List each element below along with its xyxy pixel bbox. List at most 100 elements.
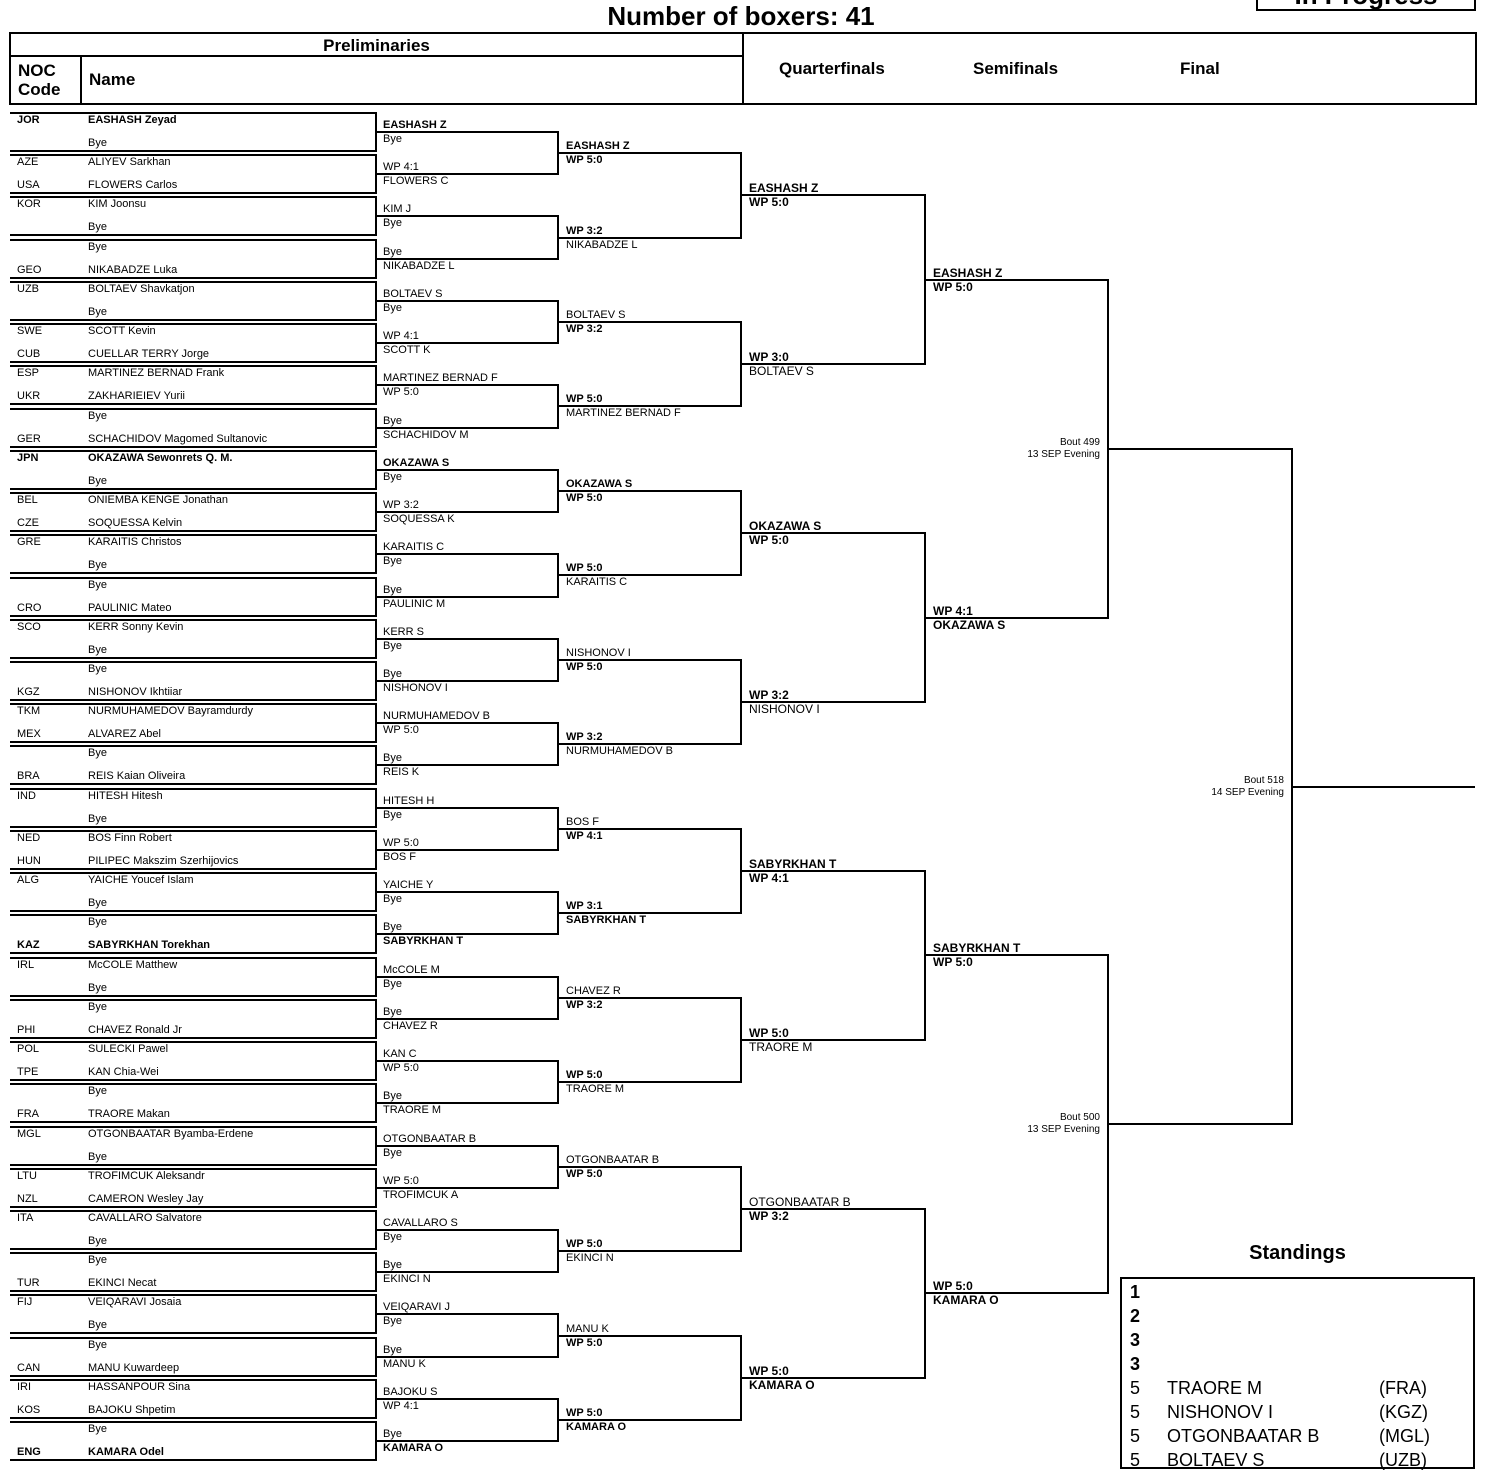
- bracket-line: [375, 933, 558, 936]
- noc-code: SWE: [17, 325, 43, 338]
- noc-code: POL: [17, 1043, 40, 1056]
- boxer-name: SABYRKHAN Torekhan: [88, 939, 211, 952]
- boxer-name: ALVAREZ Abel: [88, 728, 161, 741]
- boxer-name: Bye: [88, 1234, 107, 1247]
- boxer-name: KERR Sonny Kevin: [88, 620, 184, 633]
- winner-name: CHAVEZ R: [383, 1019, 438, 1032]
- winner-name: KAMARA O: [383, 1442, 444, 1455]
- winner-name: SCOTT K: [383, 344, 431, 357]
- winner-name: SABYRKHAN T: [749, 857, 837, 872]
- bout-result: WP 3:2: [749, 1208, 789, 1223]
- noc-code: SCO: [17, 620, 41, 633]
- bracket-line: [375, 722, 558, 725]
- boxer-name: Bye: [88, 137, 107, 149]
- boxer-name: Bye: [88, 578, 107, 591]
- winner-name: BOS F: [566, 815, 600, 828]
- page-title: Number of boxers: 41: [607, 1, 875, 31]
- standings-rank: 5: [1130, 1426, 1141, 1446]
- boxer-name: Bye: [88, 643, 107, 656]
- boxer-name: KAN Chia-Wei: [88, 1066, 159, 1079]
- bracket-line: [375, 637, 558, 640]
- boxer-name: NIKABADZE Luka: [88, 263, 178, 276]
- bye-label: Bye: [383, 752, 402, 765]
- bracket-line: [925, 278, 1108, 281]
- bracket-line: [558, 743, 741, 746]
- bye-label: Bye: [383, 555, 402, 568]
- bout-result: WP 4:1: [566, 829, 603, 842]
- boxer-name: SCOTT Kevin: [88, 325, 156, 338]
- winner-name: BOLTAEV S: [566, 309, 626, 322]
- winner-name: OKAZAWA S: [383, 456, 450, 469]
- bracket-line: [375, 426, 558, 429]
- header-divider: [11, 55, 742, 57]
- bye-label: Bye: [383, 1230, 402, 1243]
- bout-result: WP 5:0: [383, 724, 419, 737]
- bout-result: WP 4:1: [383, 161, 419, 174]
- winner-name: MARTINEZ BERNAD F: [566, 407, 681, 420]
- bracket-line: [558, 1081, 741, 1084]
- boxer-name: BOS Finn Robert: [88, 831, 172, 844]
- bracket-line: [375, 131, 558, 133]
- winner-name: FLOWERS C: [383, 175, 449, 188]
- bout-result: WP 3:2: [566, 731, 603, 744]
- bracket-line: [741, 1376, 925, 1379]
- status-badge: In Progress: [1256, 0, 1476, 11]
- bracket-line: [375, 1397, 558, 1400]
- bracket-line: [375, 679, 558, 682]
- boxer-name: Bye: [88, 1000, 107, 1013]
- winner-name: SABYRKHAN T: [566, 914, 647, 927]
- bout-result: WP 5:0: [566, 660, 603, 673]
- noc-code: KAZ: [17, 939, 40, 952]
- boxer-name: Bye: [88, 305, 107, 318]
- winner-name: CAVALLARO S: [383, 1216, 458, 1229]
- bout-result: WP 5:0: [749, 1025, 789, 1040]
- standings-row: 3: [1122, 1328, 1473, 1352]
- prelim-slot: [10, 154, 377, 195]
- bracket-line: [741, 1207, 925, 1210]
- winner-name: OKAZAWA S: [566, 477, 633, 490]
- prelim-slot: [10, 238, 377, 279]
- bout-result: WP 5:0: [566, 1407, 603, 1419]
- noc-code: ALG: [17, 874, 40, 887]
- bout-result: WP 5:0: [933, 955, 973, 970]
- winner-name: BOS F: [383, 850, 417, 863]
- bracket-line: [741, 701, 925, 704]
- bracket-line: [741, 363, 925, 366]
- bracket-line: [558, 912, 741, 915]
- noc-code: BRA: [17, 770, 40, 783]
- bracket-line: [558, 489, 741, 492]
- bracket-line: [558, 321, 741, 324]
- noc-code: ESP: [17, 367, 40, 380]
- noc-code: FRA: [17, 1108, 39, 1121]
- noc-code-header: NOC Code: [18, 61, 61, 99]
- prelim-slot: [10, 1378, 377, 1419]
- prelim-slot: [10, 1252, 377, 1293]
- boxer-name: TRAORE Makan: [88, 1108, 170, 1121]
- boxer-name: HITESH Hitesh: [88, 789, 163, 802]
- standings-noc: (MGL): [1379, 1426, 1430, 1446]
- winner-name: OKAZAWA S: [749, 519, 822, 534]
- bracket-line: [375, 1440, 558, 1443]
- boxer-name: BAJOKU Shpetim: [88, 1403, 176, 1416]
- winner-name: KAN C: [383, 1048, 417, 1061]
- bout-result: WP 4:1: [383, 330, 419, 343]
- noc-code: MGL: [17, 1127, 41, 1140]
- bout-result: WP 3:0: [749, 350, 789, 365]
- name-header: Name: [89, 70, 136, 89]
- bout-result: WP 5:0: [383, 1174, 419, 1187]
- bracket-line: [1108, 1123, 1292, 1126]
- prelim-slot: [10, 112, 377, 152]
- boxer-name: Bye: [88, 1338, 107, 1351]
- bye-label: Bye: [383, 1315, 402, 1328]
- noc-code: GEO: [17, 263, 42, 276]
- noc-code: FIJ: [17, 1296, 33, 1309]
- bracket-line: [375, 384, 558, 387]
- standings-rank: 5: [1130, 1402, 1141, 1422]
- winner-name: NISHONOV I: [566, 646, 631, 659]
- boxer-name: CAVALLARO Salvatore: [88, 1211, 202, 1224]
- standings-name: BOLTAEV S: [1167, 1450, 1265, 1470]
- bracket-line: [375, 1144, 558, 1147]
- bye-label: Bye: [383, 1428, 402, 1441]
